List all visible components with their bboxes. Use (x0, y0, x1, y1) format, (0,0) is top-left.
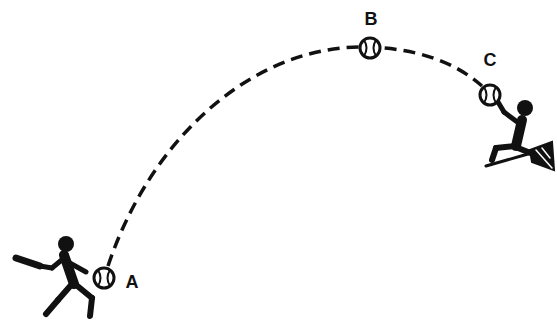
fielder-figure (486, 100, 554, 170)
batter-figure (16, 236, 92, 316)
point-label: C (484, 51, 497, 69)
ball (360, 38, 380, 58)
ball (480, 85, 500, 105)
point-label: A (126, 273, 139, 291)
trajectory-path (108, 47, 482, 266)
ball (94, 268, 114, 288)
point-label: B (365, 10, 378, 28)
